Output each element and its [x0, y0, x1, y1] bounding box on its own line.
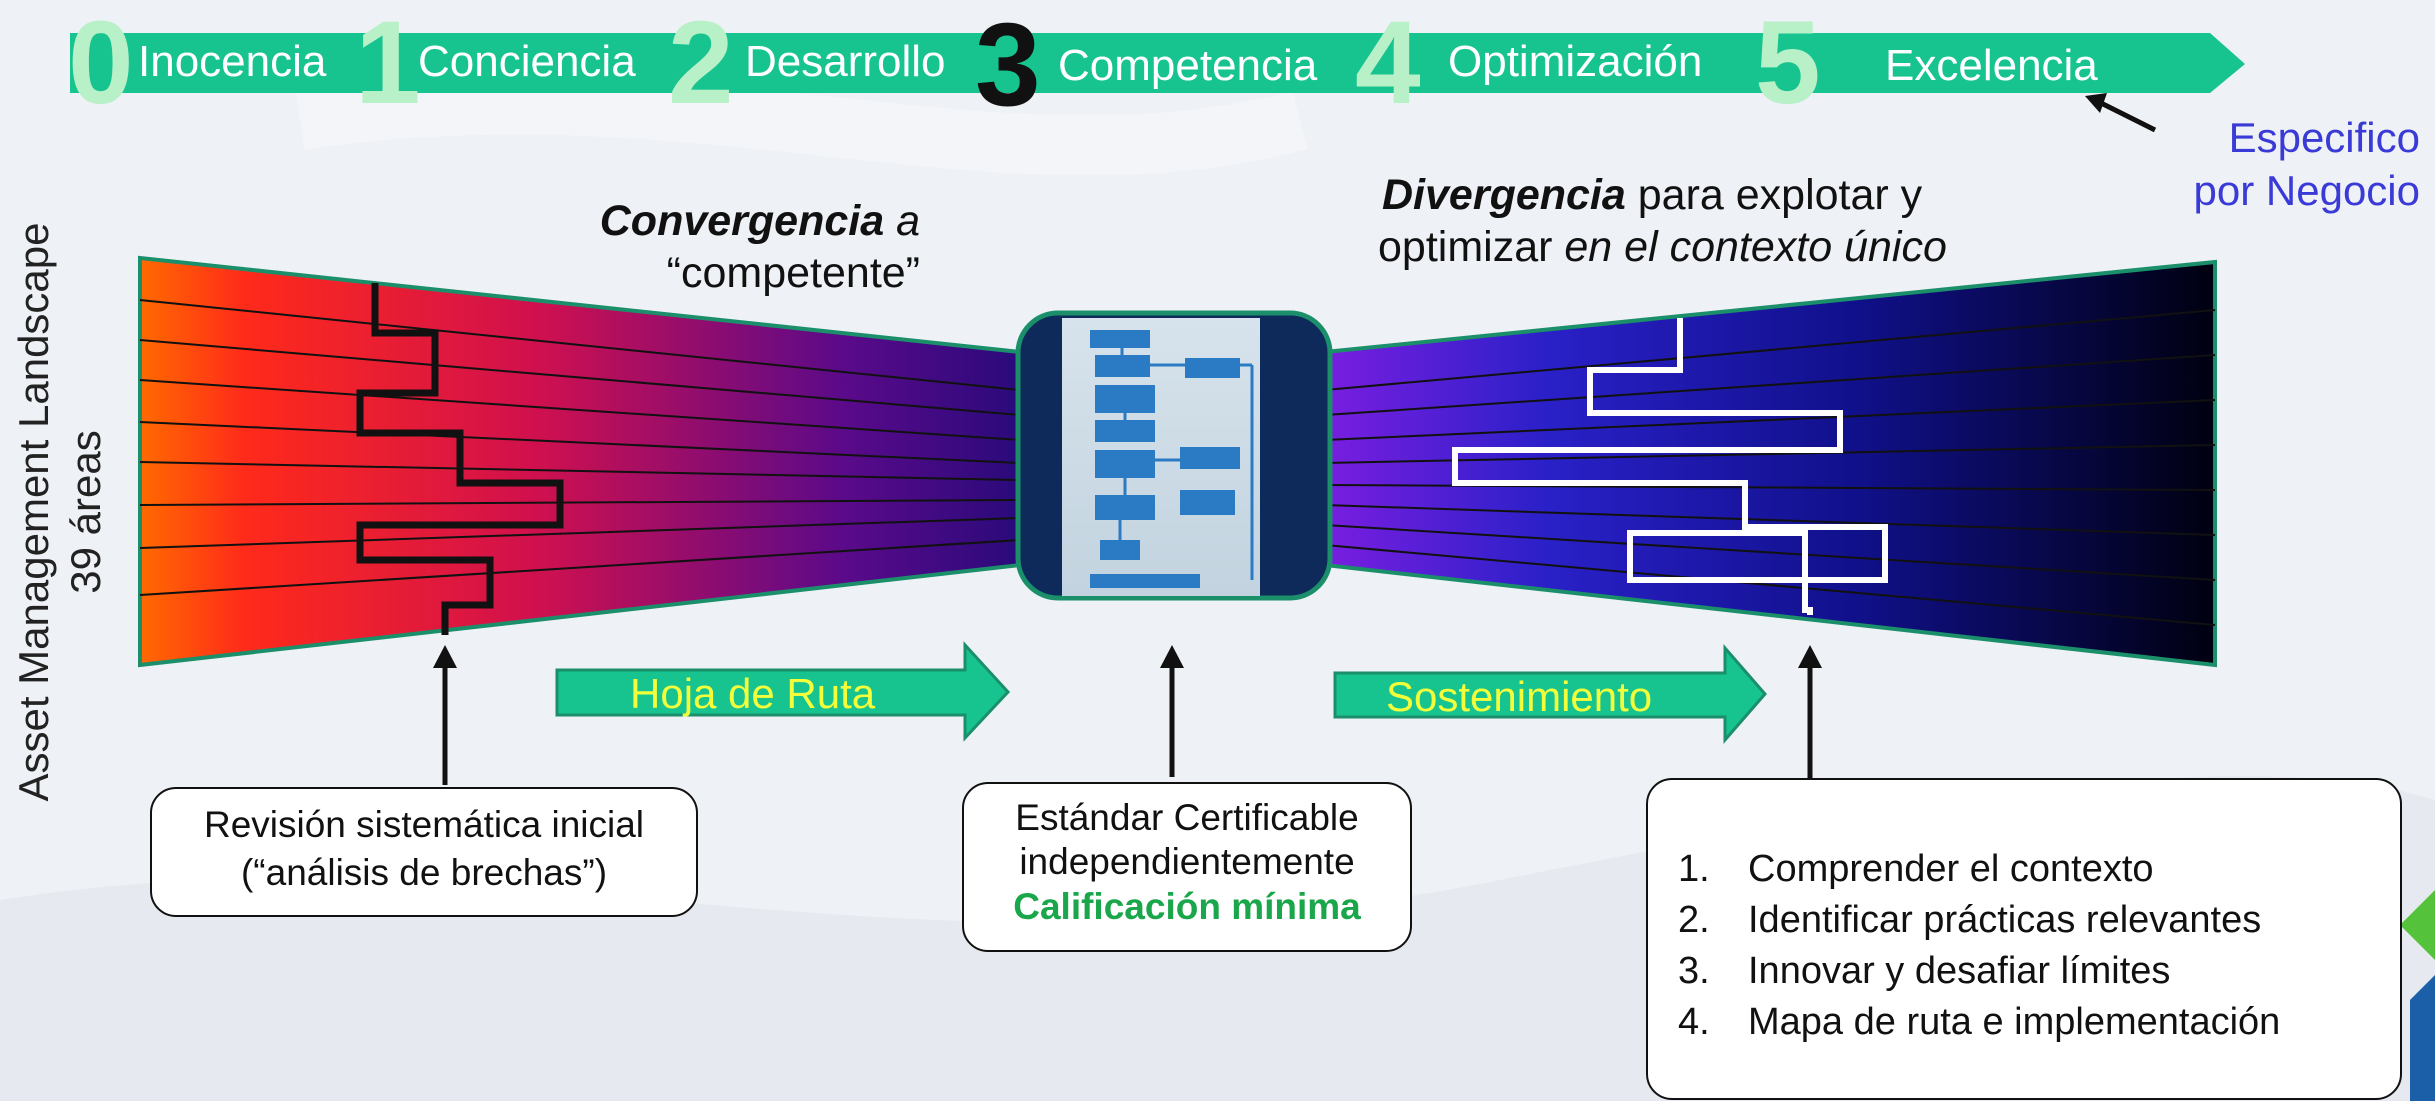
stage-1-label: Conciencia [418, 37, 636, 86]
funnel-area-lines [139, 299, 1021, 596]
divergence-line2-a: optimizar [1378, 222, 1565, 271]
convergence-line2: “competente” [666, 248, 920, 297]
stage-3-label: Competencia [1058, 41, 1318, 90]
stage-5-label: Excelencia [1885, 41, 2098, 90]
steps-list-item: 4.Mapa de ruta e implementación [1678, 997, 2400, 1048]
pointer-arrowheads [433, 93, 2107, 668]
step-2: Identificar prácticas relevantes [1748, 899, 2262, 941]
stage-2-label: Desarrollo [745, 37, 946, 86]
standard-line1: Estándar Certificable [1015, 797, 1359, 838]
business-specific-line2: por Negocio [2193, 166, 2420, 214]
convergence-heading: Convergencia a “competente” [520, 196, 920, 299]
standard-callout: Estándar Certificable independientemente… [962, 782, 1412, 952]
step-4: Mapa de ruta e implementación [1748, 1001, 2281, 1043]
corner-decoration [2400, 890, 2435, 960]
convergence-bold: Convergencia [599, 197, 885, 245]
y-axis-line2: 39 áreas [62, 430, 109, 594]
convergence-rest: a [884, 197, 920, 245]
steps-list-item: 3.Innovar y desafiar límites [1678, 946, 2400, 997]
stage-3-number: 3 [975, 0, 1041, 131]
review-callout: Revisión sistemática inicial (“análisis … [150, 787, 698, 917]
maturity-bar [70, 33, 2245, 93]
divergence-bold: Divergencia [1382, 171, 1626, 219]
divergence-rest: para explotar y [1625, 171, 1923, 219]
flowchart-thumbnail-links [1118, 348, 1254, 580]
gap-analysis-profile [356, 283, 564, 635]
background-swoosh [295, 74, 1308, 176]
review-line1: Revisión sistemática inicial [203, 804, 645, 845]
y-axis-label: Asset Management Landscape 39 áreas [0, 222, 360, 801]
divergence-heading: Divergencia para explotar y optimizar en… [1378, 170, 2038, 273]
pointer-lines [442, 97, 2157, 785]
stage-5-number: 5 [1755, 0, 1821, 129]
stage-0-number: 0 [68, 0, 134, 129]
funnel-area-lines-right [1324, 309, 2216, 626]
stage-1-number: 1 [355, 0, 421, 129]
corner-decoration-blue [2410, 975, 2435, 1101]
review-line2: (“análisis de brechas”) [240, 852, 608, 894]
steps-list-item: 2.Identificar prácticas relevantes [1678, 895, 2400, 946]
steps-callout: 1.Comprender el contexto 2.Identificar p… [1646, 778, 2402, 1100]
step-3: Innovar y desafiar límites [1748, 950, 2171, 992]
stage-4-label: Optimización [1448, 37, 1703, 86]
business-specific-line1: Especifico [2228, 114, 2420, 161]
flowchart-thumbnail [1090, 330, 1240, 588]
sustain-label: Sostenimiento [1386, 673, 1653, 720]
stage-2-number: 2 [668, 0, 734, 129]
divergence-line2-b: en el contexto único [1564, 222, 1947, 271]
steps-list-item: 1.Comprender el contexto [1678, 844, 2400, 895]
y-axis-line1: Asset Management Landscape [10, 222, 57, 802]
stage-4-number: 4 [1355, 0, 1421, 129]
stage-0-label: Inocencia [138, 37, 327, 86]
step-1: Comprender el contexto [1748, 848, 2154, 890]
roadmap-label: Hoja de Ruta [630, 670, 876, 717]
standard-line2: independientemente [1019, 841, 1355, 883]
business-specific-note: Especifico por Negocio [2180, 112, 2420, 217]
roadmap-arrow [555, 641, 1011, 742]
optimization-profile-line [1452, 318, 1888, 610]
standard-line3: Calificación mínima [1013, 885, 1361, 927]
sustain-arrow [1333, 643, 1767, 745]
